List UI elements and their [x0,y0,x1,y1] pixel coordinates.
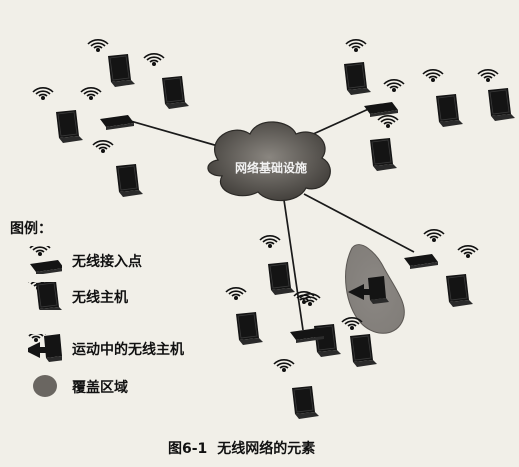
wired-link [119,117,233,151]
wired-link [303,193,415,253]
network-infrastructure-cloud [207,121,331,202]
legend-title: 图例： [10,221,52,237]
figure-caption: 图6-1 无线网络的元素 [168,438,325,458]
legend-item-wireless-host: 无线主机 [10,282,240,310]
legend-item-coverage-area: 覆盖区域 [10,372,240,400]
legend-label-moving-host: 运动中的无线主机 [72,342,184,358]
legend-item-moving-host: 运动中的无线主机 [10,334,240,362]
figure-number: 图6-1 [168,441,208,457]
access-point-top-left [80,86,134,130]
legend-label-access-point: 无线接入点 [72,254,142,270]
wired-link [283,199,304,331]
coverage-area-icon [33,375,57,397]
access-point-top-right [364,78,405,117]
figure-title: 无线网络的元素 [217,441,316,457]
legend-label-wireless-host: 无线主机 [72,290,128,306]
legend-item-access-point: 无线接入点 [10,246,240,274]
access-point-icon [29,246,62,274]
legend-label-coverage-area: 覆盖区域 [72,380,128,396]
cloud-label: 网络基础设施 [235,160,307,175]
moving-host-icon [28,334,62,362]
access-point-bottom-center [290,292,324,343]
host-group-bottom-right [445,244,479,308]
wireless-host-icon [28,282,62,310]
